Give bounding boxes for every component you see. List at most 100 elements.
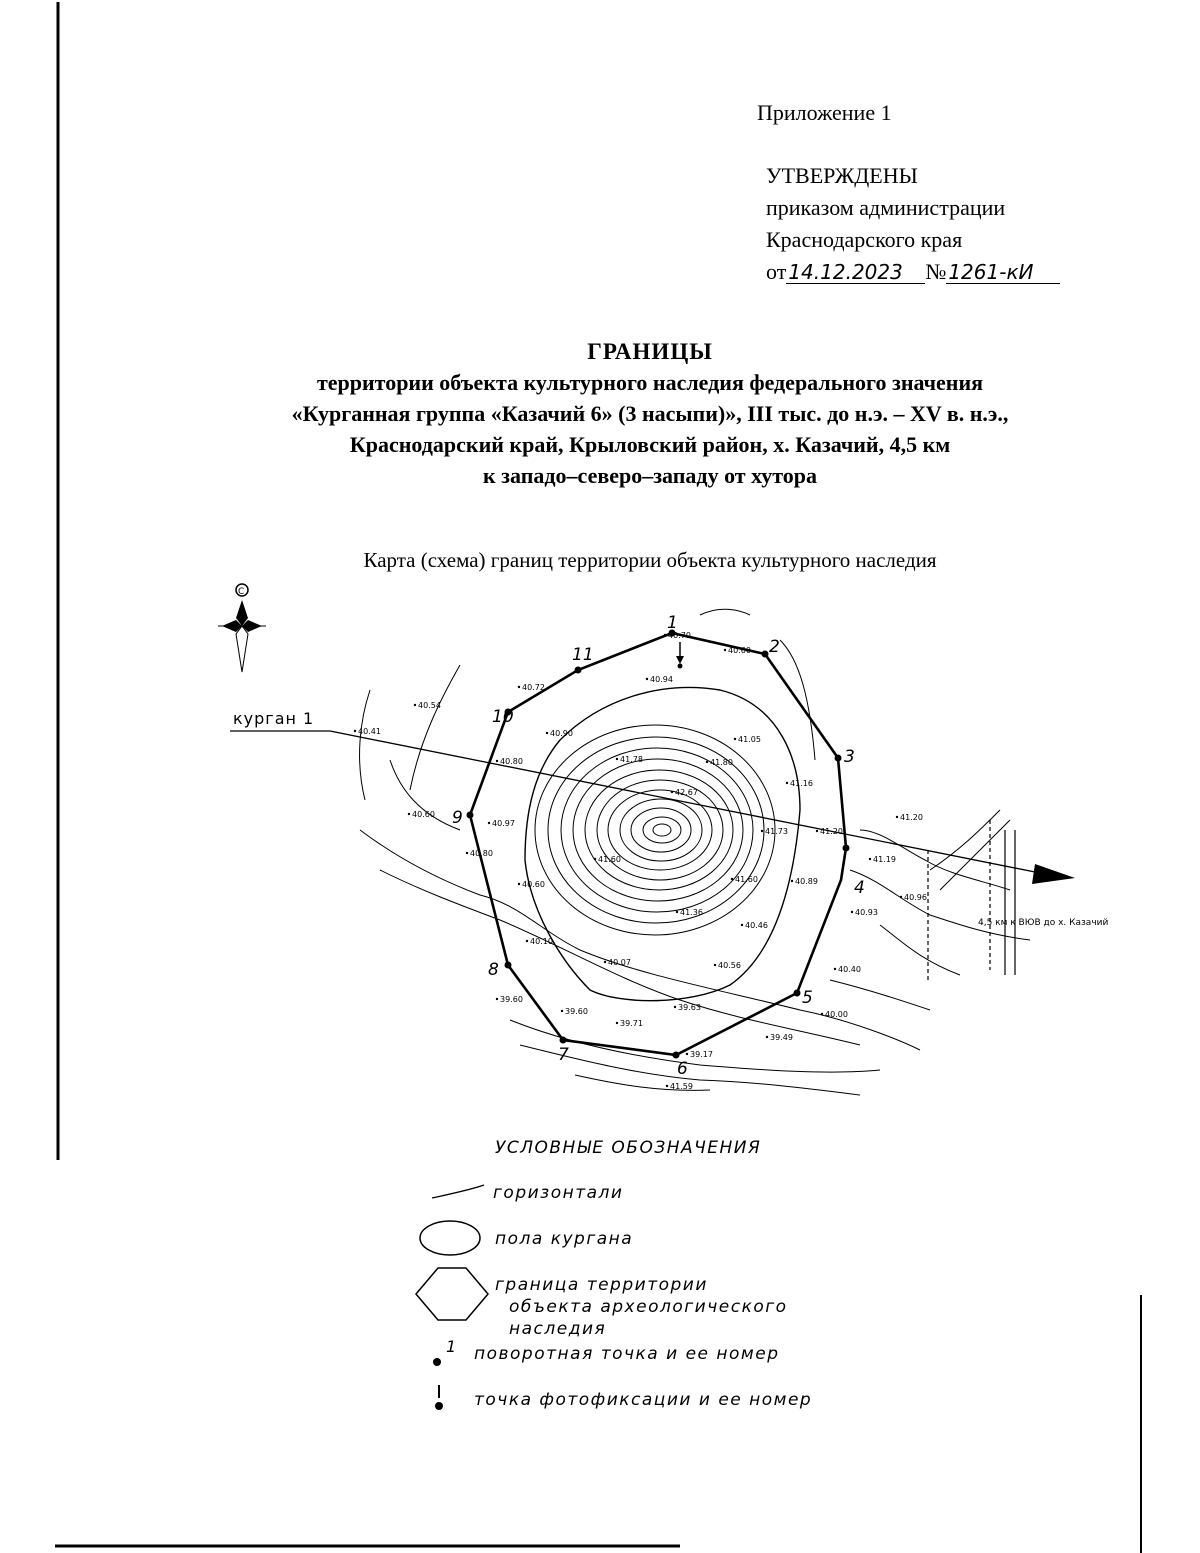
elevation-dot — [850, 910, 854, 914]
legend-boundary-line-3: наследия — [509, 1319, 607, 1339]
turning-point-label-5: 5 — [802, 988, 813, 1008]
elevation-label: 41.80 — [710, 758, 733, 767]
elevation-label: 40.60 — [412, 810, 435, 819]
elevation-label: 40.93 — [855, 908, 878, 917]
elevation-dot — [545, 731, 549, 735]
elevation-dot — [560, 1009, 564, 1013]
elevation-dot — [765, 1035, 769, 1039]
turning-point-8 — [504, 961, 512, 969]
elevation-label: 41.19 — [873, 855, 896, 864]
elevation-dot — [413, 703, 417, 707]
legend-turning-point-icon — [433, 1358, 441, 1366]
elevation-label: 40.10 — [530, 937, 553, 946]
legend-contour-icon — [431, 1184, 485, 1199]
elevation-dot — [593, 857, 597, 861]
turning-point-label-11: 11 — [572, 645, 594, 665]
elevation-dot — [705, 760, 709, 764]
elevation-dot — [495, 759, 499, 763]
elevation-dot — [820, 1012, 824, 1016]
turning-point-11 — [574, 666, 582, 674]
elevation-dot — [525, 939, 529, 943]
elevation-dot — [517, 685, 521, 689]
elevation-dot — [868, 857, 872, 861]
elevation-dot — [733, 737, 737, 741]
number-prefix: № — [925, 259, 947, 284]
elevation-label: 42.67 — [675, 788, 698, 797]
elevation-label: 39.71 — [620, 1019, 643, 1028]
elevation-dot — [673, 1005, 677, 1009]
elevation-dot — [833, 967, 837, 971]
legend-turning-point-sample: 1 — [446, 1337, 456, 1356]
turning-points — [466, 629, 850, 1059]
turning-point-10 — [504, 708, 512, 716]
elevation-dot — [723, 648, 727, 652]
elevation-label: 41.60 — [598, 855, 621, 864]
photo-point-icon — [676, 642, 684, 669]
elevation-label: 40.07 — [608, 958, 631, 967]
elevation-label: 40.40 — [838, 965, 861, 974]
elevation-label: 40.89 — [795, 877, 818, 886]
north-arrow-icon: С — [218, 583, 266, 673]
legend-boundary-icon — [415, 1267, 489, 1321]
elevation-dot — [899, 895, 903, 899]
elevation-label: 41.20 — [820, 827, 843, 836]
elevation-label: 41.20 — [900, 813, 923, 822]
elevation-dot — [815, 829, 819, 833]
heading-title: ГРАНИЦЫ — [587, 339, 713, 364]
appendix-label: Приложение 1 — [757, 100, 892, 125]
elevation-dot — [665, 1084, 669, 1088]
document-heading: ГРАНИЦЫ территории объекта культурного н… — [150, 336, 1150, 491]
legend-turning-point-label: поворотная точка и ее номер — [474, 1344, 780, 1364]
elevation-label: 40.97 — [492, 819, 515, 828]
elevation-label: 40.54 — [418, 701, 441, 710]
turning-point-4 — [842, 844, 850, 852]
elevation-dot — [407, 812, 411, 816]
elevation-dot — [603, 960, 607, 964]
mound-floor-outline — [524, 686, 801, 1002]
elevation-dot — [517, 882, 521, 886]
elevation-label: 41.05 — [738, 735, 761, 744]
turning-point-6 — [672, 1051, 680, 1059]
order-date: 14.12.2023 — [786, 261, 926, 284]
elevation-label: 40.41 — [358, 727, 381, 736]
distance-label: 4,5 км к ВЮВ до х. Казачий — [978, 918, 1108, 928]
elevation-label: 39.60 — [565, 1007, 588, 1016]
elevation-label: 39.49 — [770, 1033, 793, 1042]
legend-boundary-line-1: граница территории — [495, 1275, 708, 1295]
legend-mound-icon — [419, 1220, 481, 1256]
turning-point-label-8: 8 — [488, 960, 499, 980]
elevation-label: 40.80 — [470, 849, 493, 858]
elevation-label: 39.60 — [500, 995, 523, 1004]
elevation-dot — [790, 879, 794, 883]
mound-label: курган 1 — [233, 709, 314, 728]
elevation-label: 41.16 — [790, 779, 813, 788]
elevation-label: 39.17 — [690, 1050, 713, 1059]
legend-contours-label: горизонтали — [493, 1183, 624, 1203]
turning-point-label-1: 1 — [667, 613, 678, 633]
turning-point-7 — [559, 1036, 567, 1044]
elevation-dot — [495, 997, 499, 1001]
approved-title: УТВЕРЖДЕНЫ — [766, 163, 918, 188]
elevation-label: 39.63 — [678, 1003, 701, 1012]
elevation-label: 40.96 — [904, 893, 927, 902]
turning-point-9 — [466, 811, 474, 819]
elevation-dot — [615, 757, 619, 761]
heading-line-3: Краснодарский край, Крыловский район, х.… — [349, 432, 951, 457]
turning-point-label-6: 6 — [677, 1059, 688, 1079]
road-marks — [927, 820, 1016, 980]
elevation-label: 40.56 — [718, 961, 741, 970]
order-number: 1261-кИ — [946, 261, 1061, 284]
approved-by-line: приказом администрации — [766, 195, 1006, 220]
approved-region-line: Краснодарского края — [766, 227, 963, 252]
legend-mound-label: пола кургана — [495, 1229, 634, 1249]
elevation-label: 40.90 — [550, 729, 573, 738]
elevation-dot — [730, 877, 734, 881]
elevation-dot — [353, 729, 357, 733]
elevation-dot — [895, 815, 899, 819]
turning-point-1 — [668, 629, 676, 637]
turning-point-3 — [834, 754, 842, 762]
map-caption: Карта (схема) границ территории объекта … — [363, 548, 937, 572]
elevation-label: 40.94 — [650, 675, 673, 684]
legend-title: УСЛОВНЫЕ ОБОЗНАЧЕНИЯ — [495, 1138, 762, 1158]
